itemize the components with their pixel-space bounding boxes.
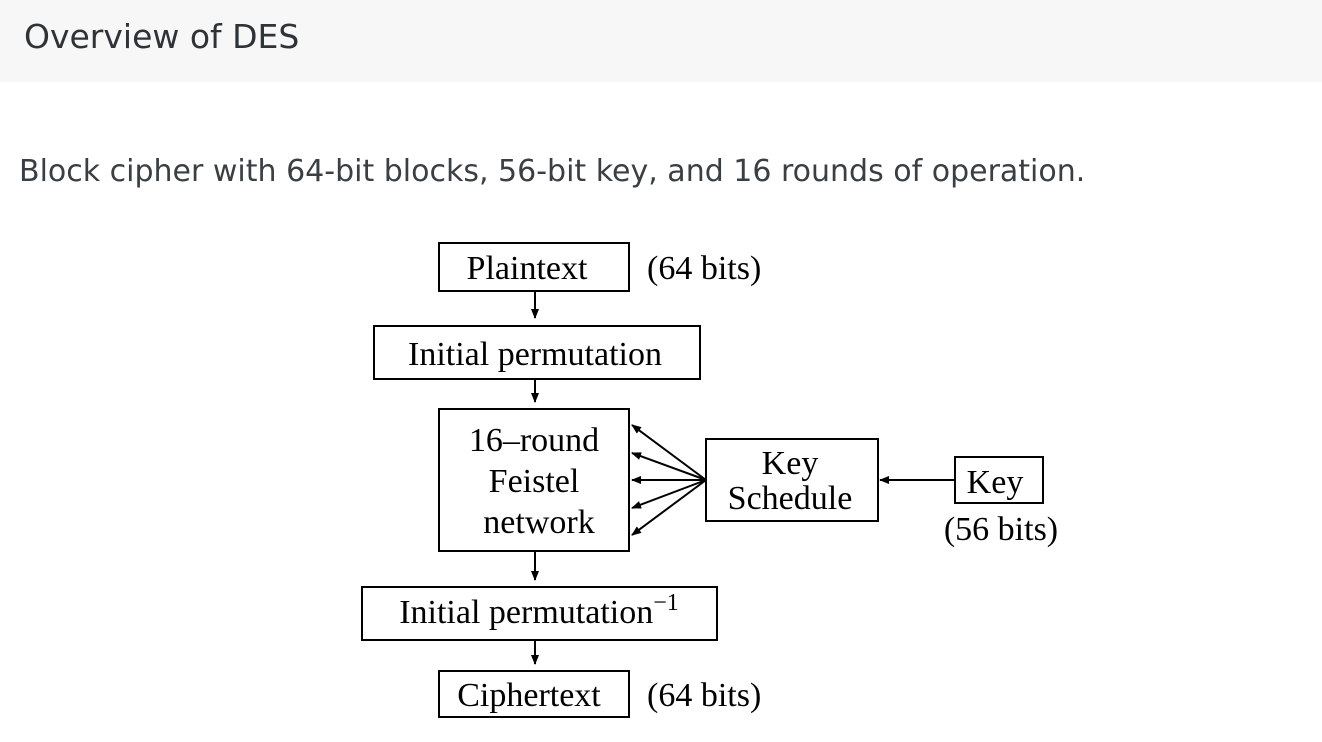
feistel-line-3: network [483,504,594,541]
subkey-arrow-2 [631,452,707,481]
feistel-line-2: Feistel [489,463,580,500]
page-title: Overview of DES [24,17,300,56]
plaintext-box [438,242,630,292]
inverse-superscript: −1 [653,590,679,616]
page-description: Block cipher with 64-bit blocks, 56-bit … [19,154,1086,189]
subkey-arrow-5 [631,479,707,536]
key-schedule-line-1: Key [762,445,819,482]
ciphertext-size: (64 bits) [647,677,761,714]
key-schedule-box [705,438,879,522]
inverse-permutation-text: Initial permutation [399,594,653,631]
subkey-arrow-4 [631,479,707,509]
inverse-permutation-label: Initial permutation−1 [399,590,679,631]
ciphertext-box [438,670,630,718]
ciphertext-label: Ciphertext [457,677,601,714]
key-size: (56 bits) [944,511,1058,548]
initial-permutation-label: Initial permutation [408,336,662,373]
plaintext-label: Plaintext [467,250,588,287]
inverse-permutation-box [361,586,718,641]
initial-permutation-box [373,325,701,380]
feistel-network-box [438,408,630,552]
plaintext-size: (64 bits) [647,250,761,287]
header-bar: Overview of DES [0,0,1322,82]
key-label: Key [967,464,1024,501]
key-schedule-line-2: Schedule [728,480,853,517]
key-box [954,456,1044,504]
feistel-line-1: 16–round [469,422,599,459]
subkey-arrow-1 [631,424,707,481]
